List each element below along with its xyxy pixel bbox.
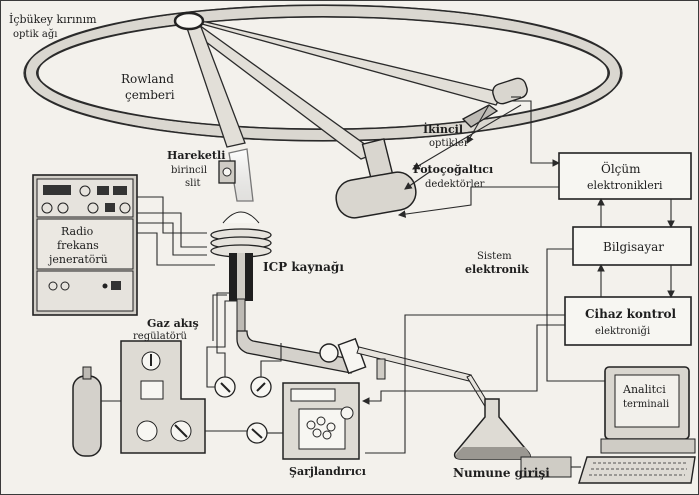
rowland-label-1: Rowland xyxy=(121,72,174,86)
grating-label-2: optik ağı xyxy=(13,29,57,40)
slit-label-2: birincil xyxy=(171,165,207,176)
rf-wire-1 xyxy=(137,213,207,247)
rf-wire-2 xyxy=(137,223,207,255)
nebulizer-unit xyxy=(283,383,359,459)
gas-flow-regulator xyxy=(121,341,205,453)
icp-torch xyxy=(211,212,271,335)
device-control-box xyxy=(565,297,691,345)
measurement-label-2: elektronikleri xyxy=(587,179,663,192)
gas-regulator-label-1: Gaz akış xyxy=(147,317,199,330)
nebulizer-label: Şarjlandırıcı xyxy=(289,465,366,478)
primary-slit xyxy=(219,161,235,183)
computer-label: Bilgisayar xyxy=(603,240,664,254)
gas-regulator-label-2: regülatörü xyxy=(133,331,188,342)
rowland-label-2: çemberi xyxy=(125,88,175,102)
icp-label: ICP kaynağı xyxy=(263,260,344,274)
sample-input-label: Numune girişi xyxy=(453,466,550,480)
device-control-label-1: Cihaz kontrol xyxy=(585,307,677,321)
radio-label-1: Radio xyxy=(61,225,94,238)
detectors-label-1: Fotoçoğaltıcı xyxy=(413,163,493,176)
argon-gas-cylinder xyxy=(73,367,121,456)
slit-label-3: slit xyxy=(185,178,201,189)
system-label-1: Sistem xyxy=(477,251,512,262)
photomultiplier-detectors xyxy=(333,139,418,221)
measurement-label-1: Ölçüm xyxy=(601,160,641,176)
slit-label-1: Hareketli xyxy=(167,149,225,162)
terminal-label-1: Analitci xyxy=(622,383,666,396)
grating-label-1: İçbükey kırınım xyxy=(9,12,97,26)
secondary-optics-label-2: optikler xyxy=(429,138,469,149)
measurement-electronics-box xyxy=(559,153,691,199)
radio-label-3: jeneratörü xyxy=(47,253,108,266)
terminal-label-2: terminali xyxy=(623,399,669,410)
concave-grating xyxy=(175,13,203,29)
flow-gauges xyxy=(215,377,271,443)
radio-label-2: frekans xyxy=(57,239,99,252)
secondary-optics-label-1: İkincil xyxy=(423,122,463,136)
detectors-label-2: dedektörler xyxy=(425,179,485,190)
system-label-2: elektronik xyxy=(465,263,529,276)
sample-flask xyxy=(455,399,531,459)
device-control-label-2: elektroniği xyxy=(595,326,650,337)
